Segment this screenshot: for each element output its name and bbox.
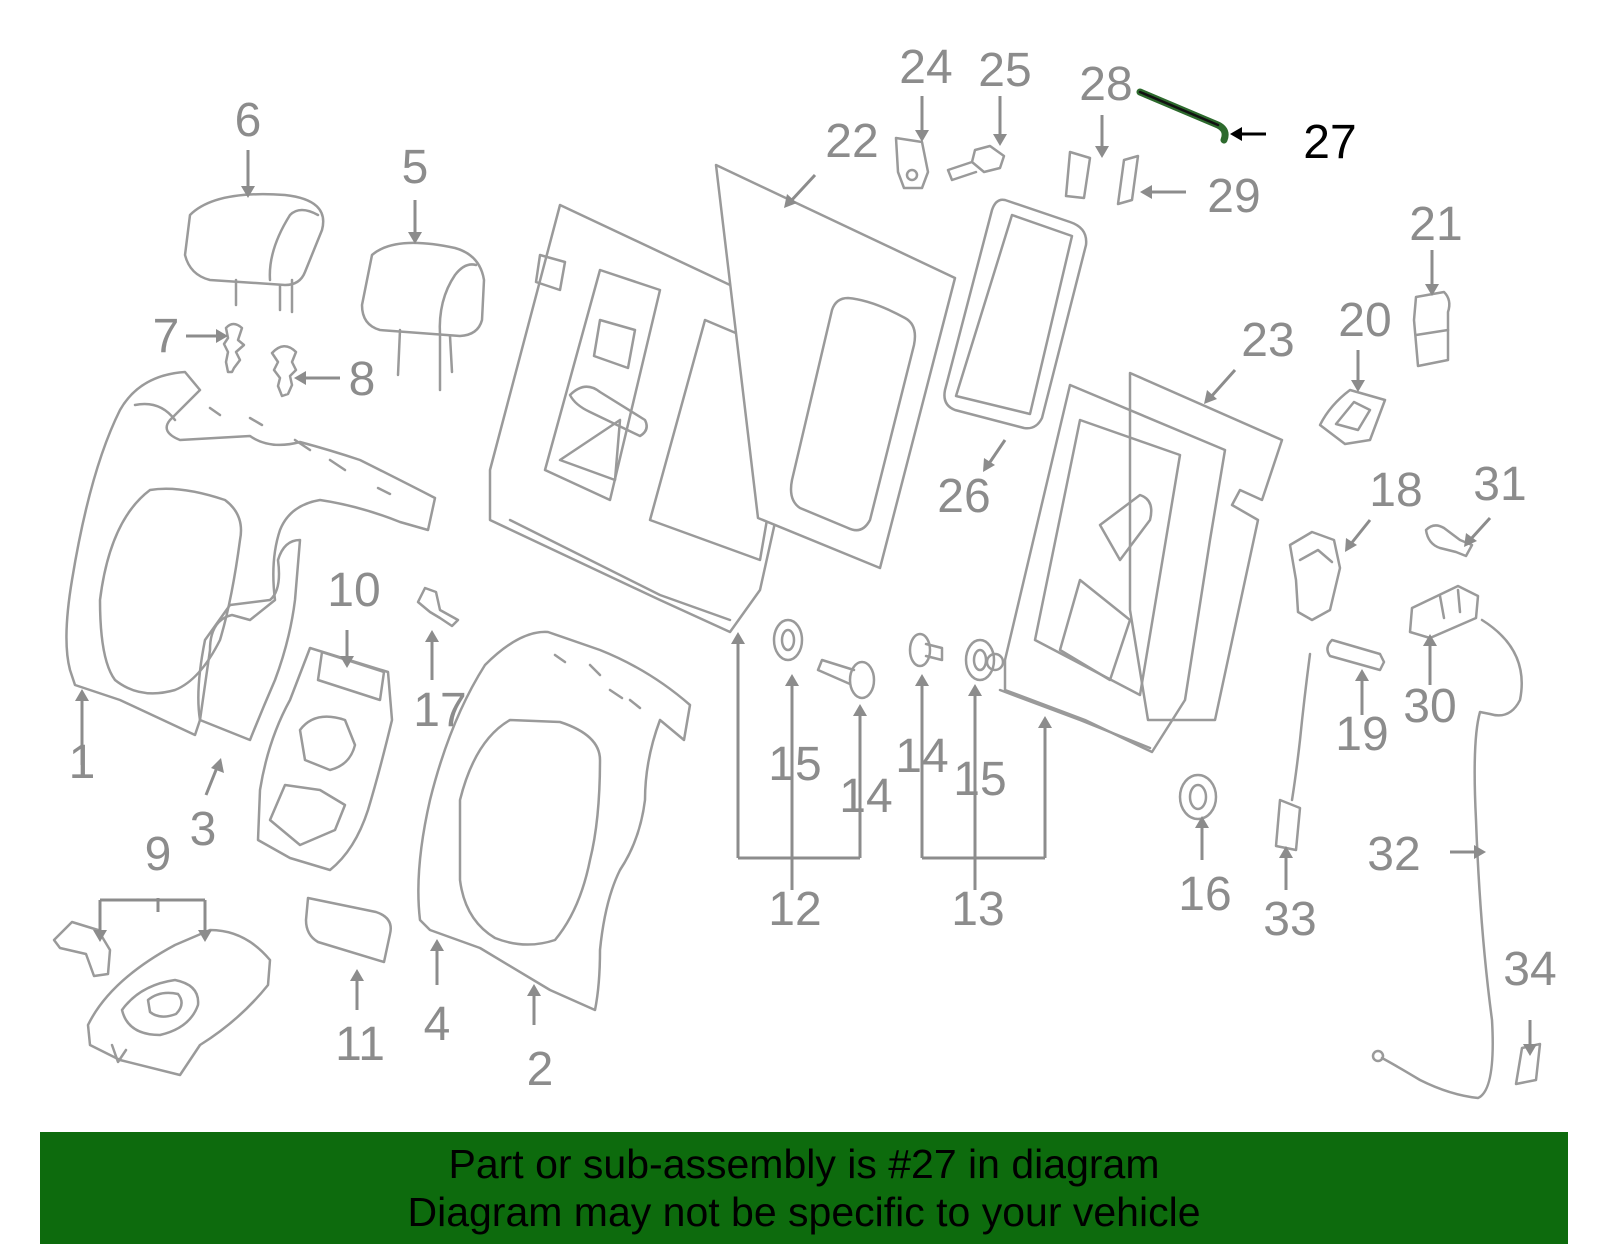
callout-9[interactable]: 9 <box>145 828 172 881</box>
part-28-clip <box>1064 150 1092 200</box>
callout-17[interactable]: 17 <box>413 684 466 737</box>
part-26-frame-pad <box>943 198 1088 430</box>
callout-13[interactable]: 13 <box>951 883 1004 936</box>
callout-12[interactable]: 12 <box>768 883 821 936</box>
callout-3[interactable]: 3 <box>190 803 217 856</box>
part-7-clip <box>222 322 246 374</box>
callout-23[interactable]: 23 <box>1241 314 1294 367</box>
part-3-side-frame <box>197 538 302 742</box>
callout-11[interactable]: 11 <box>335 1018 385 1071</box>
callout-16[interactable]: 16 <box>1178 868 1231 921</box>
part-33-cable <box>1274 652 1312 852</box>
banner-line-2: Diagram may not be specific to your vehi… <box>407 1189 1201 1235</box>
part-21-switch <box>1412 290 1451 368</box>
part-10-panel <box>256 646 394 872</box>
part-18-latch <box>1288 530 1342 622</box>
callout-15-right[interactable]: 15 <box>953 753 1006 806</box>
part-31-bolt <box>1424 524 1474 558</box>
callout-14-right[interactable]: 14 <box>895 730 948 783</box>
callout-21[interactable]: 21 <box>1409 198 1462 251</box>
callout-24[interactable]: 24 <box>899 41 952 94</box>
part-20-bezel <box>1318 388 1387 446</box>
part-32-cable <box>1371 618 1523 1100</box>
banner-line-1: Part or sub-assembly is #27 in diagram <box>448 1141 1160 1187</box>
part-15-bushing-right <box>964 638 996 682</box>
callout-34[interactable]: 34 <box>1503 943 1556 996</box>
part-11-trim <box>304 896 392 964</box>
part-9-armrest <box>52 920 272 1077</box>
callout-8[interactable]: 8 <box>349 353 376 406</box>
callout-29[interactable]: 29 <box>1207 170 1260 223</box>
callout-5[interactable]: 5 <box>402 141 429 194</box>
callout-4[interactable]: 4 <box>424 998 451 1051</box>
callout-20[interactable]: 20 <box>1338 294 1391 347</box>
callout-27-highlighted[interactable]: 27 <box>1303 116 1356 169</box>
callout-1[interactable]: 1 <box>69 736 96 789</box>
callout-22[interactable]: 22 <box>825 115 878 168</box>
leader-lines <box>75 96 1537 1056</box>
part-14-bolt-right <box>908 632 944 668</box>
part-24-bracket <box>894 136 930 190</box>
part-16-bushing <box>1178 773 1218 821</box>
part-frame-left <box>488 203 817 634</box>
callout-6[interactable]: 6 <box>235 94 262 147</box>
part-29-clip <box>1116 154 1140 206</box>
callout-15-left[interactable]: 15 <box>768 738 821 791</box>
part-1-seatback-cover <box>65 370 437 737</box>
info-banner: Part or sub-assembly is #27 in diagram D… <box>40 1132 1568 1244</box>
callout-30[interactable]: 30 <box>1403 680 1456 733</box>
part-5-headrest <box>360 241 486 392</box>
part-25-bolt <box>946 144 1006 182</box>
part-17-clip <box>416 586 460 628</box>
part-2-seatback-cover <box>417 630 692 1012</box>
callout-28[interactable]: 28 <box>1079 58 1132 111</box>
callout-32[interactable]: 32 <box>1367 828 1420 881</box>
callout-31[interactable]: 31 <box>1473 458 1526 511</box>
part-30-release <box>1408 584 1480 640</box>
part-22-back-panel <box>714 163 957 570</box>
part-15-bushing-left <box>772 618 804 662</box>
callout-labels: 1 2 3 4 5 6 7 8 9 10 11 12 13 14 14 15 1… <box>69 41 1557 1096</box>
callout-10[interactable]: 10 <box>327 564 380 617</box>
callout-14-left[interactable]: 14 <box>839 770 892 823</box>
callout-25[interactable]: 25 <box>978 44 1031 97</box>
callout-7[interactable]: 7 <box>153 310 180 363</box>
part-14-bolt-left <box>816 658 876 700</box>
part-6-headrest <box>183 192 325 314</box>
part-23-back-panel <box>1128 371 1284 722</box>
part-8-clip <box>270 345 298 398</box>
callout-18[interactable]: 18 <box>1369 464 1422 517</box>
callout-26[interactable]: 26 <box>937 470 990 523</box>
callout-19[interactable]: 19 <box>1335 708 1388 761</box>
part-27-rod <box>1136 88 1229 144</box>
part-19-bolt <box>1326 638 1386 672</box>
callout-33[interactable]: 33 <box>1263 893 1316 946</box>
callout-2[interactable]: 2 <box>527 1043 554 1096</box>
